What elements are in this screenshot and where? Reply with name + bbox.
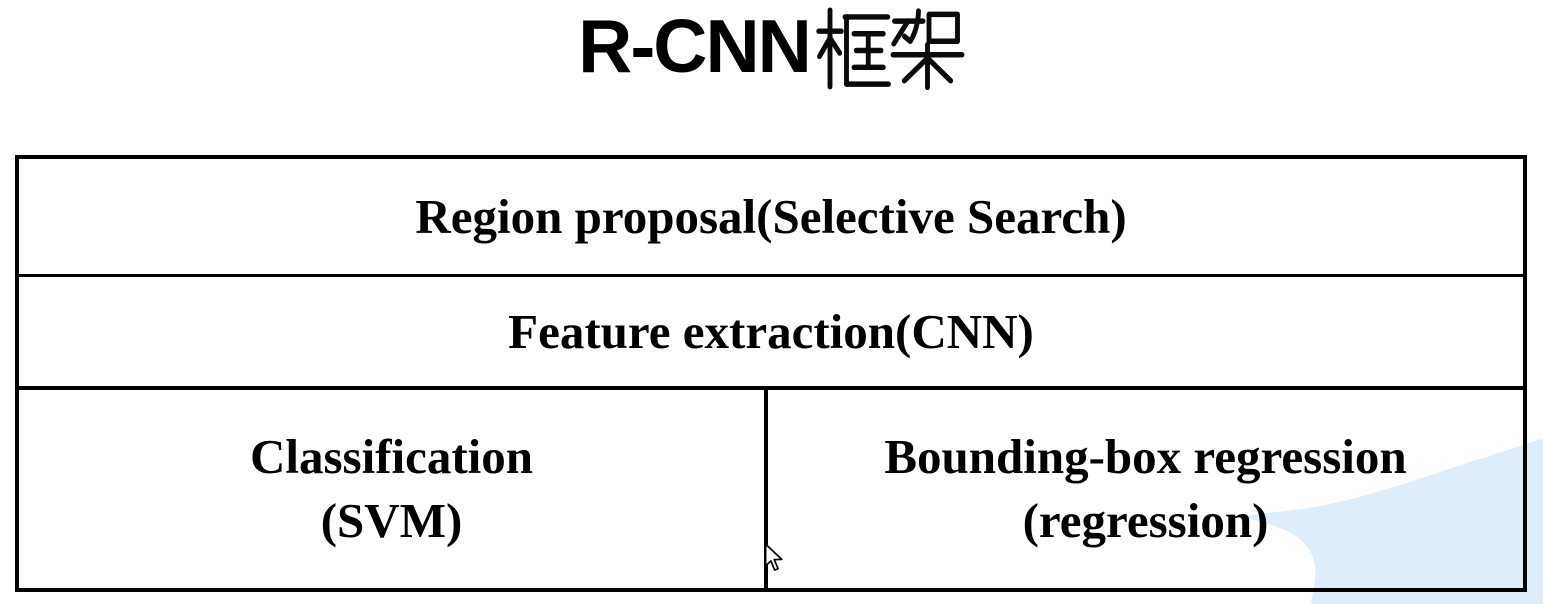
rcnn-framework-diagram: Region proposal(Selective Search) Featur… (15, 155, 1527, 592)
diagram-row-region-proposal: Region proposal(Selective Search) (19, 159, 1523, 274)
cell-line-bounding-box: Bounding-box regression (884, 429, 1407, 484)
diagram-cell-bbox-regression: Bounding-box regression (regression) (768, 390, 1523, 588)
cell-line-svm: (SVM) (320, 493, 463, 548)
row-label-feature-extraction: Feature extraction(CNN) (508, 304, 1034, 359)
cell-line-regression: (regression) (1022, 493, 1269, 548)
diagram-row-feature-extraction: Feature extraction(CNN) (19, 274, 1523, 386)
title-text-latin: R-CNN (578, 3, 812, 88)
slide-title: R-CNN 框架 (0, 2, 1543, 96)
cell-line-classification: Classification (249, 429, 534, 484)
diagram-row-split: Classification (SVM) Bounding-box regres… (19, 386, 1523, 588)
row-label-region-proposal: Region proposal(Selective Search) (415, 189, 1127, 244)
diagram-cell-classification: Classification (SVM) (19, 390, 768, 588)
title-cjk-glyphs (816, 7, 965, 90)
